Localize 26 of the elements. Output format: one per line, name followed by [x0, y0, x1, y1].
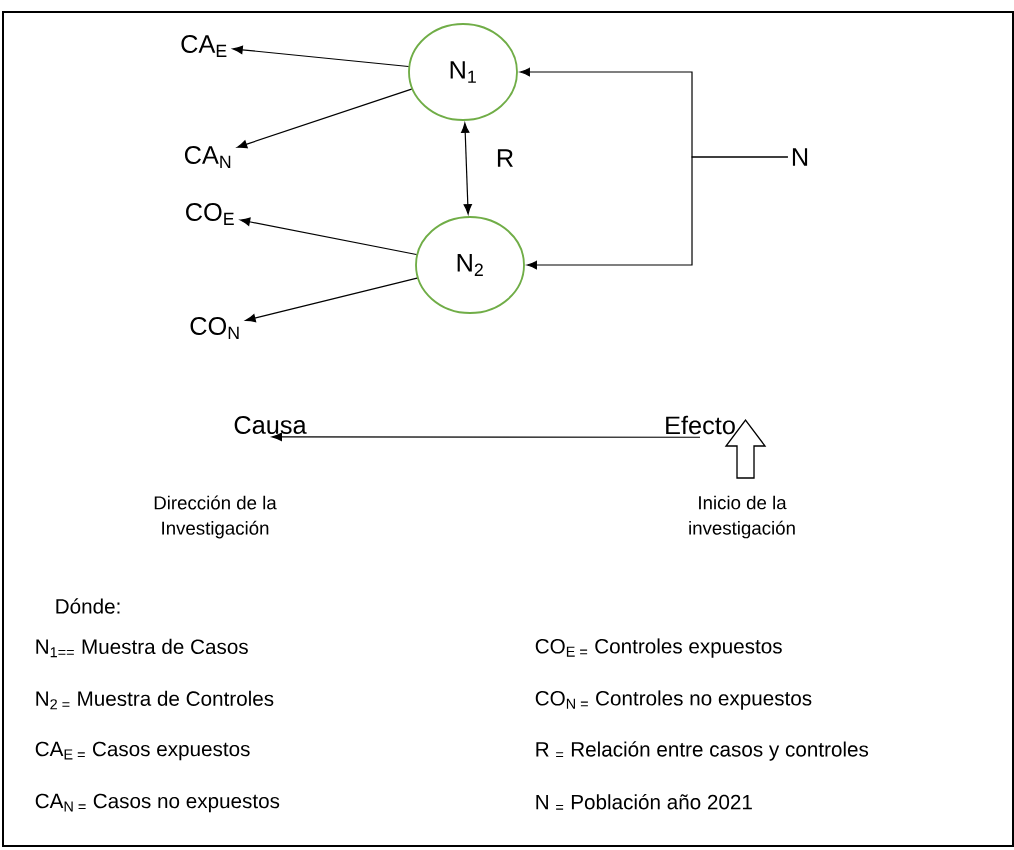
legend-entry: CA$_{E =}$ Casos expuestos — [35, 741, 250, 761]
arrow — [461, 122, 473, 215]
caption-text: Inicio de la investigación — [689, 495, 795, 539]
heading: Dónde: — [56, 598, 120, 614]
legend-entry: R $_{=}$ Relación entre casos y controles — [536, 741, 869, 761]
legend-entry: N$_{1==}$ Muestra de Casos — [36, 638, 248, 658]
arrow — [232, 45, 410, 68]
arrow — [526, 156, 789, 270]
edge-label: R — [494, 147, 516, 169]
legend-entry: CO$_{N =}$ Controles no expuestos — [535, 690, 812, 710]
arrow — [236, 88, 413, 149]
legend-entry: CA$_{N =}$ Casos no expuestos — [35, 793, 280, 813]
legend-entry: N $_{=}$ Población año 2021 — [536, 794, 752, 810]
legend-entry: N$_{2 =}$ Muestra de Controles — [36, 690, 274, 710]
node-label: N — [792, 148, 808, 166]
arrow — [271, 432, 701, 442]
caption-text: Dirección de la Investigación — [154, 495, 277, 539]
legend-entry: CO$_{E =}$ Controles expuestos — [535, 638, 782, 658]
arrow — [239, 217, 417, 256]
arrow — [245, 277, 418, 323]
node-label: Causa — [234, 416, 307, 434]
node-label: Efecto — [666, 415, 735, 435]
node-label: CA$_{E}$ — [181, 35, 227, 57]
node-label: CO$_{N}$ — [190, 317, 239, 339]
node-label: CO$_{E}$ — [186, 203, 234, 225]
node-label: CA$_{N}$ — [184, 146, 231, 168]
